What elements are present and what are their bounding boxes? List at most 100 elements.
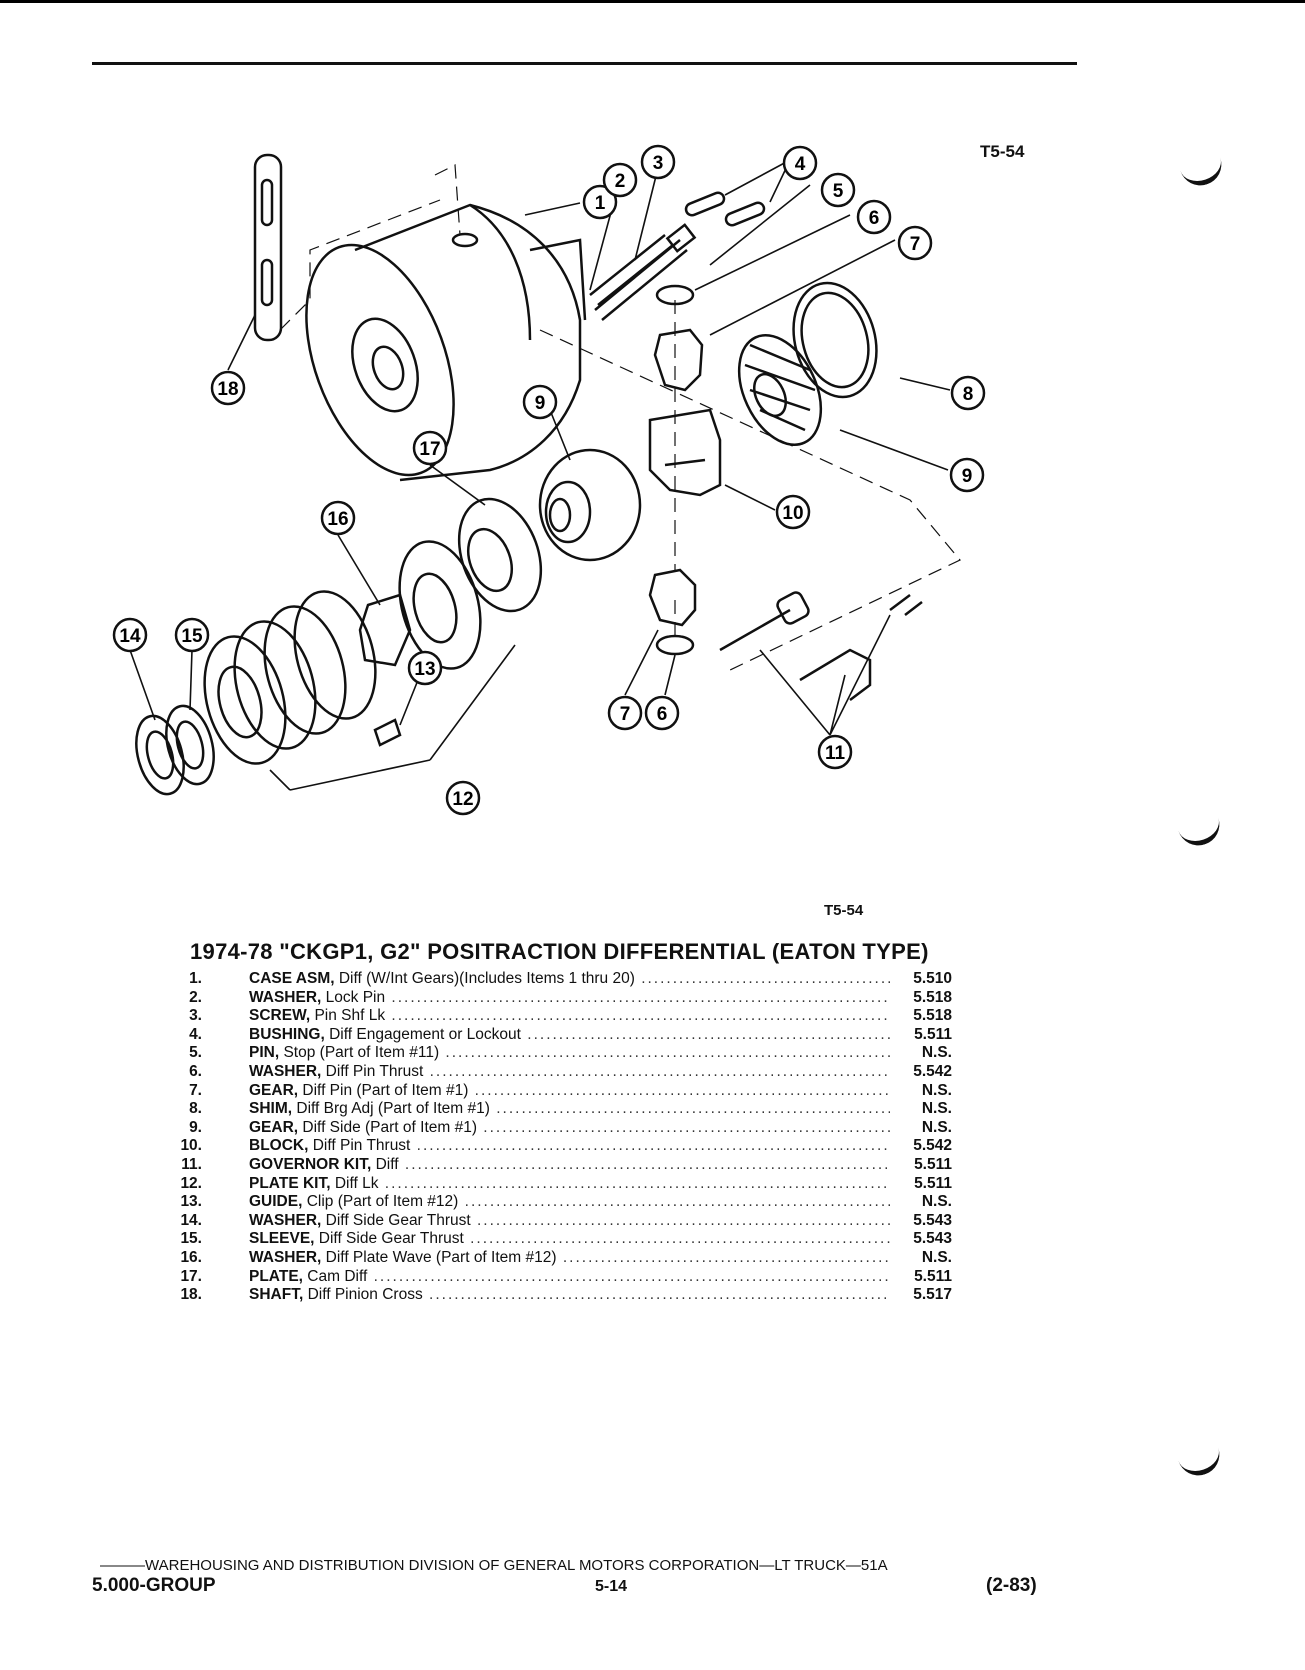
footer-date: (2-83) [986,1575,1037,1596]
callout-8: 8 [950,375,986,411]
part-name: PLATE KIT, [249,1174,331,1192]
part-detail: Diff Brg Adj (Part of Item #1) [296,1100,490,1118]
part-group-code: 5.542 [913,1137,952,1155]
svg-text:10: 10 [782,503,803,524]
part-name: WASHER, [249,1062,322,1080]
part-description: PLATE, Cam Diff ........................… [249,1268,890,1286]
leader-dots: ........................................… [474,1081,890,1099]
svg-text:7: 7 [620,704,631,725]
part-group-code: 5.518 [913,1007,952,1025]
shim-part [792,281,878,399]
part-description: WASHER, Lock Pin .......................… [249,989,890,1007]
part-name: SHAFT, [249,1286,304,1304]
leader-dots: ........................................… [416,1137,890,1155]
pinion-gear-top-part [653,328,704,392]
callout-16: 16 [320,500,356,536]
part-description: GEAR, Diff Side (Part of Item #1) ......… [249,1119,890,1137]
part-name: WASHER, [249,1248,322,1266]
leader-dots: ........................................… [373,1267,890,1285]
leader-dots: ........................................… [476,1211,890,1229]
svg-text:17: 17 [419,439,440,460]
callout-15: 15 [174,617,210,653]
sleeve-and-washer-part [135,704,215,796]
part-name: GEAR, [249,1118,299,1136]
part-group-code: N.S. [921,1081,952,1099]
footer-publisher-line: ———WAREHOUSING AND DISTRIBUTION DIVISION… [100,1557,888,1574]
parts-list-row: 3.SCREW, Pin Shf Lk ....................… [172,1007,952,1026]
leader-dots: ........................................… [384,1174,890,1192]
binder-hole-mark [1179,154,1227,191]
binder-hole-mark [1177,814,1225,851]
part-detail: Diff Pin Thrust [325,1062,424,1080]
leader-dots: ........................................… [464,1193,890,1211]
parts-list-row: 1.CASE ASM, Diff (W/Int Gears)(Includes … [172,970,952,989]
part-number: 7. [189,1081,202,1099]
callout-18: 18 [210,370,246,406]
lock-pin-screw-part [589,223,697,321]
part-name: SCREW, [249,1007,311,1025]
part-group-code: N.S. [921,1193,952,1211]
part-description: WASHER, Diff Pin Thrust ................… [249,1063,890,1081]
part-name: GOVERNOR KIT, [249,1155,372,1173]
header-rule [92,62,1077,65]
part-number: 16. [180,1248,202,1266]
callout-4: 4 [782,145,818,181]
pin-thrust-washer-bottom-part [655,634,695,656]
part-detail: Pin Shf Lk [314,1007,386,1025]
part-name: BUSHING, [249,1025,325,1043]
parts-list-row: 15.SLEEVE, Diff Side Gear Thrust .......… [172,1230,952,1249]
part-description: GEAR, Diff Pin (Part of Item #1) .......… [249,1082,890,1100]
part-group-code: N.S. [921,1100,952,1118]
part-description: BUSHING, Diff Engagement or Lockout ....… [249,1026,890,1044]
pinion-gear-bottom-part [648,568,697,627]
callout-14: 14 [112,617,148,653]
svg-text:8: 8 [963,384,974,405]
part-name: BLOCK, [249,1137,309,1155]
part-number: 8. [189,1100,202,1118]
callout-12: 12 [445,780,481,816]
part-number: 10. [180,1137,202,1155]
part-number: 4. [189,1025,202,1043]
part-number: 9. [189,1118,202,1136]
part-group-code: 5.543 [913,1230,952,1248]
part-detail: Diff Pin Thrust [312,1137,411,1155]
part-number: 5. [189,1044,202,1062]
part-detail: Diff Side Gear Thrust [325,1211,471,1229]
callout-9-right: 9 [949,457,985,493]
exploded-diagram: 1 2 3 4 5 6 7 8 9 9 10 11 12 13 14 15 16… [112,144,986,816]
part-description: PLATE KIT, Diff Lk .....................… [249,1175,890,1193]
parts-list-row: 6. WASHER, Diff Pin Thrust ..............… [172,1063,952,1082]
parts-list-row: 8. SHIM, Diff Brg Adj (Part of Item #1) .… [172,1100,952,1119]
callout-7-bottom: 7 [607,695,643,731]
leader-dots: ........................................… [404,1155,890,1173]
callout-13: 13 [407,650,443,686]
side-gear-right-part [737,334,823,446]
parts-list-row: 9. GEAR, Diff Side (Part of Item #1) ....… [172,1119,952,1138]
svg-text:12: 12 [452,789,473,810]
part-group-code: N.S. [921,1248,952,1266]
part-number: 11. [181,1155,202,1173]
thrust-block-part [648,408,722,497]
part-number: 2. [189,988,202,1006]
parts-list-row: 7. GEAR, Diff Pin (Part of Item #1) .....… [172,1082,952,1101]
part-description: SHIM, Diff Brg Adj (Part of Item #1) ...… [249,1100,890,1118]
leader-dots: ........................................… [562,1248,890,1266]
svg-text:18: 18 [217,379,238,400]
part-detail: Diff Pin (Part of Item #1) [302,1081,469,1099]
figure-id-bottom: T5-54 [824,902,864,919]
part-description: CASE ASM, Diff (W/Int Gears)(Includes It… [249,970,890,988]
parts-list-row: 10. BLOCK, Diff Pin Thrust ..............… [172,1137,952,1156]
callout-6: 6 [856,199,892,235]
governor-kit-part [719,591,923,701]
svg-text:7: 7 [910,234,921,255]
part-group-code: N.S. [921,1118,952,1136]
part-description: SCREW, Pin Shf Lk ......................… [249,1007,890,1025]
part-number: 12. [180,1174,202,1192]
parts-list-row: 2. WASHER, Lock Pin .....................… [172,989,952,1008]
part-number: 6. [189,1062,202,1080]
part-detail: Cam Diff [307,1267,368,1285]
part-name: SHIM, [249,1100,293,1118]
svg-text:6: 6 [657,704,668,725]
page-top-edge [0,0,1305,14]
leader-dots: ........................................… [527,1025,890,1043]
